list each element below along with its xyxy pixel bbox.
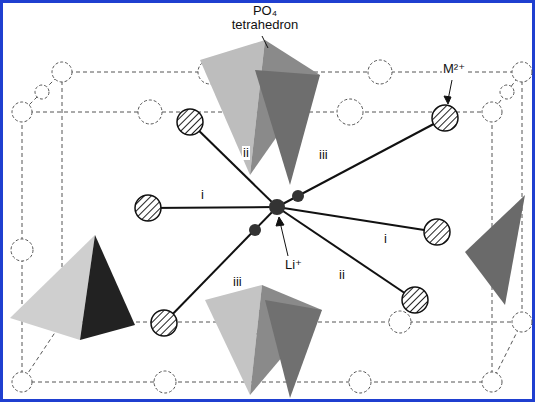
bond-label: ii: [338, 268, 346, 282]
li-neighbour: [249, 224, 261, 236]
bond-label: iii: [318, 148, 329, 162]
po4-tetrahedra: [10, 40, 525, 398]
ion-label: M²⁺: [442, 62, 466, 76]
bond-label: i: [200, 188, 205, 202]
bond-label: ii: [242, 146, 250, 160]
structure-label: PO₄ tetrahedron: [226, 4, 304, 32]
bond-label: iii: [232, 275, 243, 289]
li-m-bonds: [148, 118, 445, 323]
li-neighbour: [292, 190, 304, 202]
bond-label: i: [383, 232, 388, 246]
li-atom: [269, 199, 285, 215]
ion-label: Li⁺: [284, 258, 303, 272]
m-atoms: [135, 105, 458, 336]
leader-lines: [262, 36, 452, 256]
